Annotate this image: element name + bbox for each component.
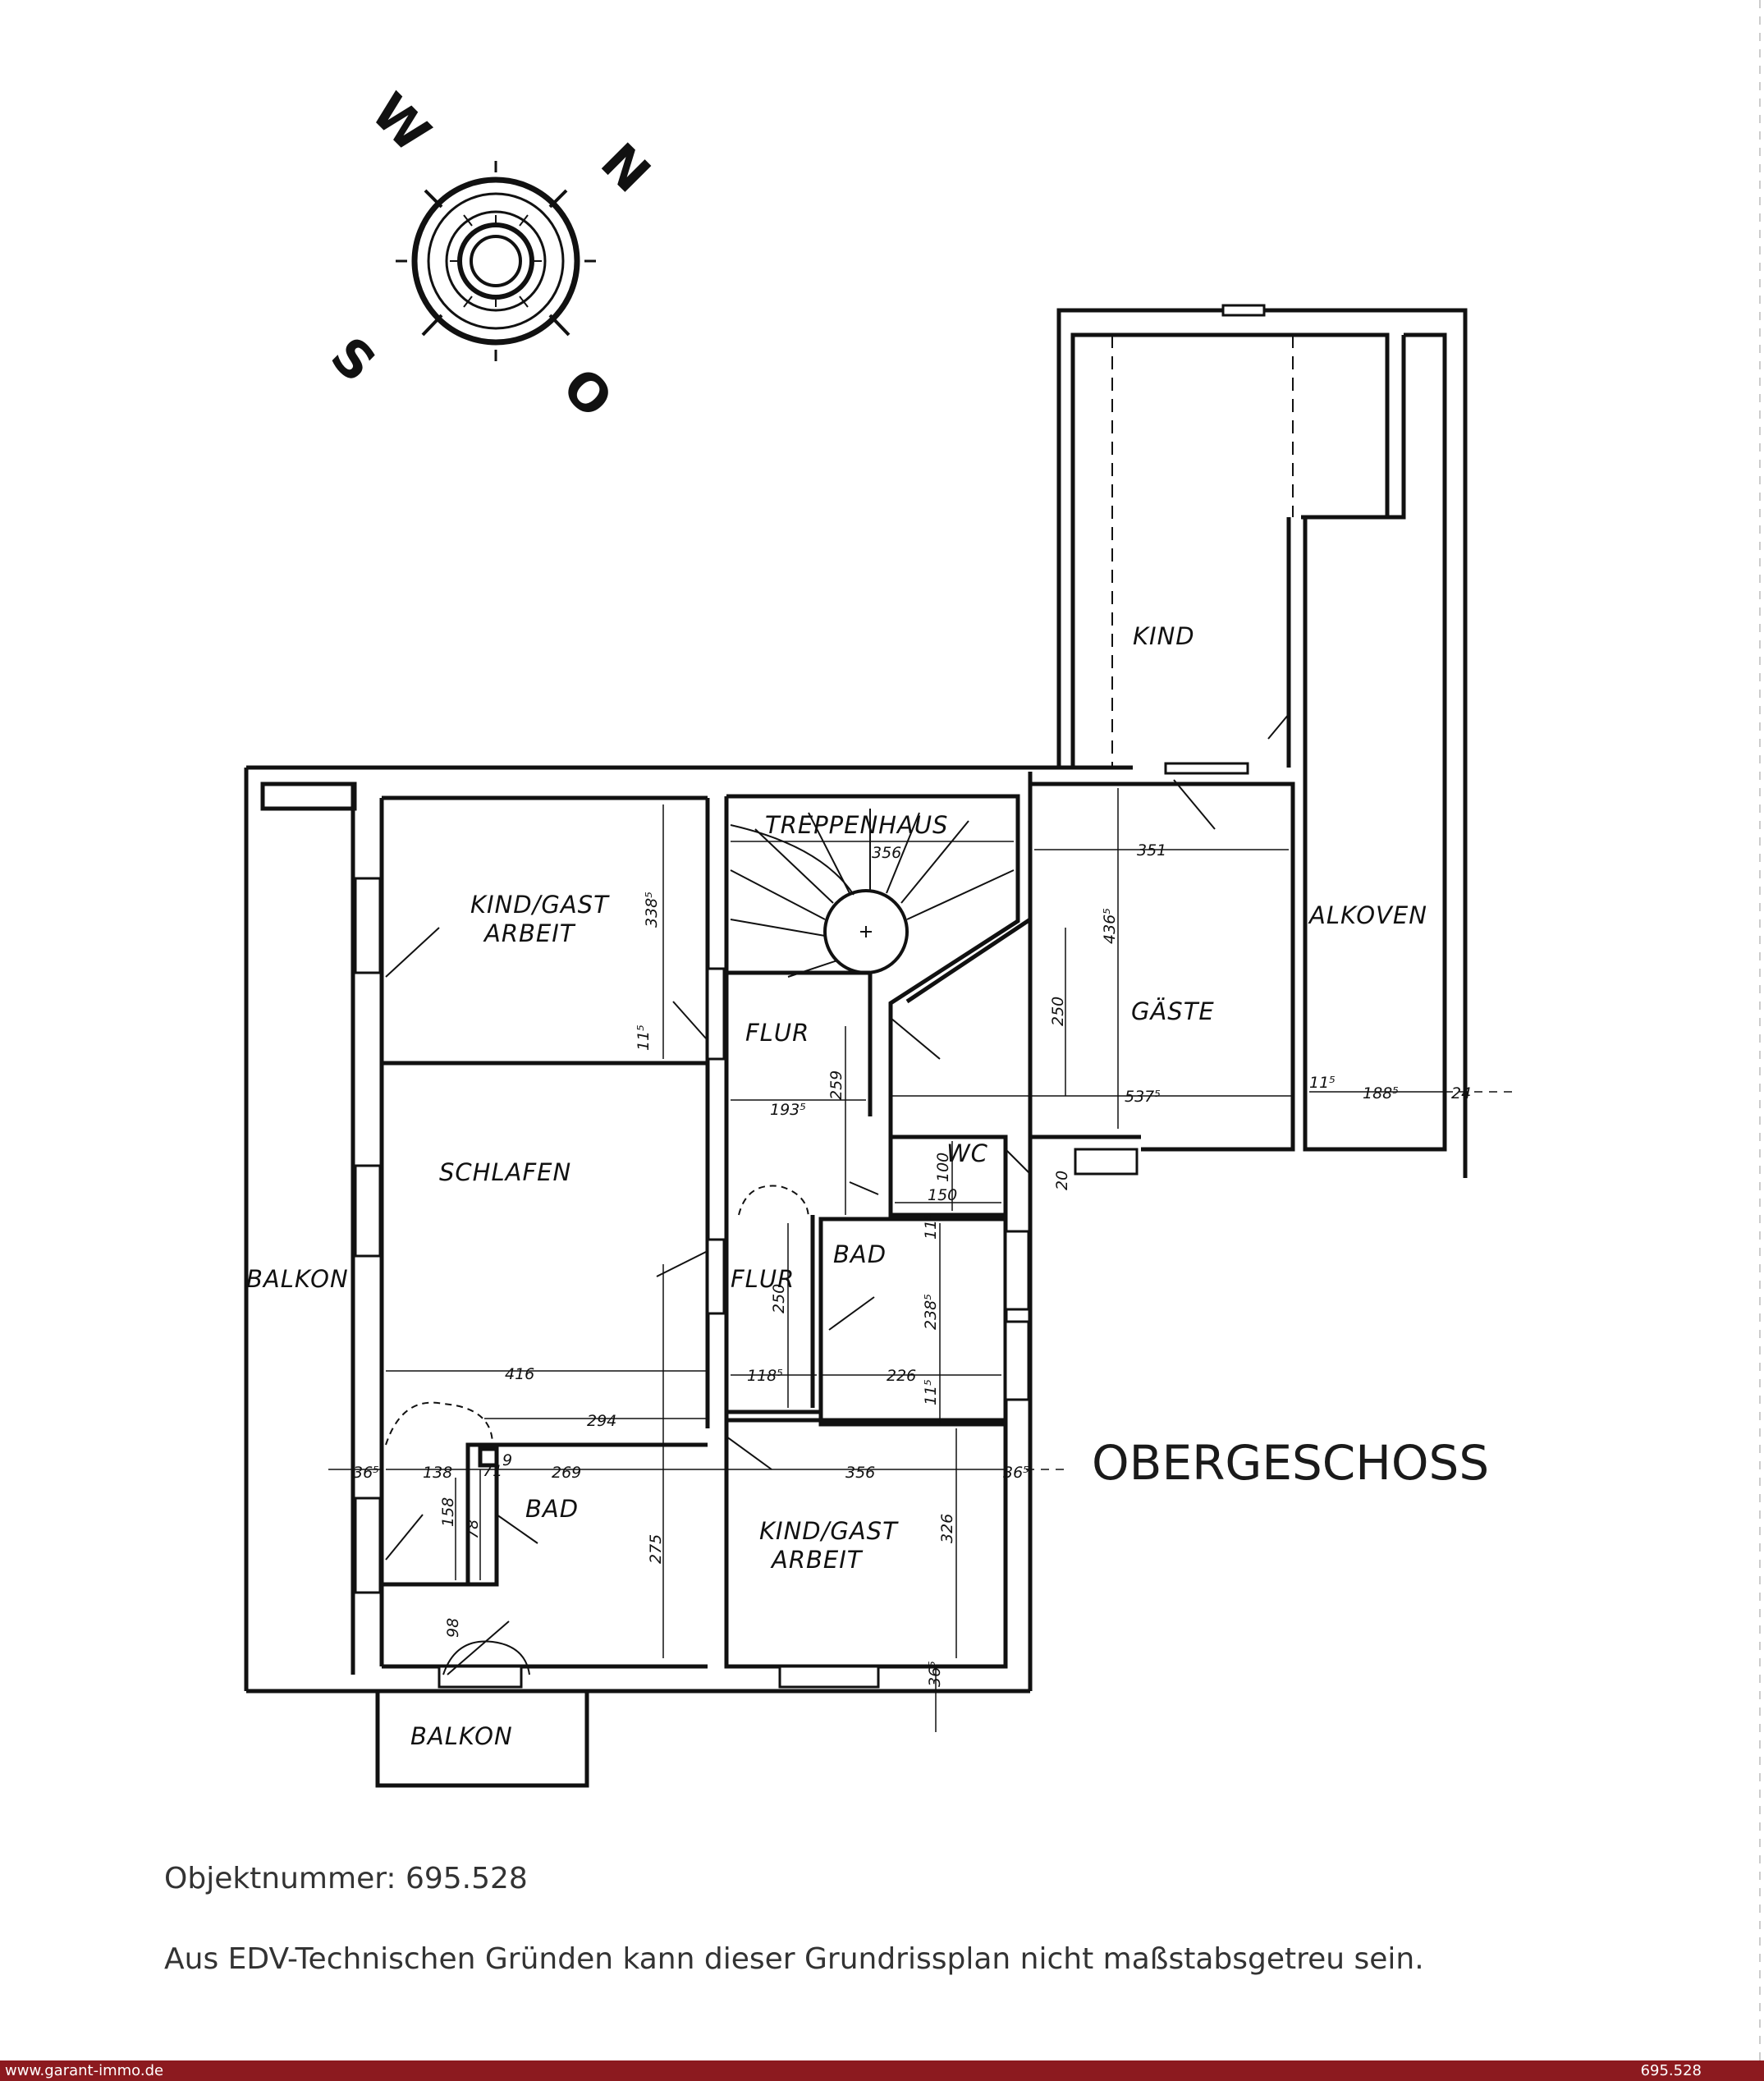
dim-351: 351 xyxy=(1137,841,1166,859)
dim-238: 238⁵ xyxy=(922,1294,940,1330)
dim-294: 294 xyxy=(587,1412,616,1430)
dim-78: 78 xyxy=(464,1519,482,1539)
dim-115-alk: 11⁵ xyxy=(1309,1074,1336,1092)
dim-20: 20 xyxy=(1053,1171,1071,1190)
dim-71: 71 xyxy=(483,1462,502,1480)
room-wc-label: WC xyxy=(946,1139,988,1167)
compass-o-label: O xyxy=(551,356,624,429)
dim-365-right: 36⁵ xyxy=(1003,1464,1029,1482)
dim-188: 188⁵ xyxy=(1363,1084,1399,1102)
dim-259: 259 xyxy=(827,1070,845,1100)
room-balkon-1-label: BALKON xyxy=(246,1265,349,1293)
dim-436: 436⁵ xyxy=(1101,908,1119,944)
room-schlafen-label: SCHLAFEN xyxy=(439,1158,571,1186)
dimension-lines xyxy=(328,788,1519,1732)
floor-plan-drawing: W N S O xyxy=(244,81,1519,1788)
room-kind-gast-1-label: KIND/GAST xyxy=(470,891,610,919)
dim-356-top: 356 xyxy=(872,844,901,862)
disclaimer-text: Aus EDV-Technischen Gründen kann dieser … xyxy=(164,1942,1424,1976)
page-edge-marker xyxy=(1759,0,1761,2060)
compass-n-label: N xyxy=(589,131,662,204)
room-arbeit-2-label: ARBEIT xyxy=(770,1546,864,1574)
dim-269: 269 xyxy=(552,1464,581,1482)
dim-115-bad: 11⁵ xyxy=(922,1213,940,1240)
compass-rose xyxy=(396,161,596,361)
dim-118: 118⁵ xyxy=(747,1367,783,1385)
dim-338: 338⁵ xyxy=(643,892,661,928)
dim-9: 9 xyxy=(502,1451,512,1469)
dim-365-bottom: 36⁵ xyxy=(926,1661,944,1687)
dim-24: 24 xyxy=(1451,1084,1471,1102)
room-kind-gast-2-label: KIND/GAST xyxy=(759,1517,899,1545)
doors xyxy=(385,335,1294,1675)
room-gaeste-label: GÄSTE xyxy=(1131,997,1215,1025)
walls xyxy=(244,308,1468,1788)
dim-250-gaeste: 250 xyxy=(1049,997,1067,1026)
dim-250-flur: 250 xyxy=(770,1284,788,1313)
room-alkoven-label: ALKOVEN xyxy=(1308,901,1427,929)
plan-title: OBERGESCHOSS xyxy=(1092,1435,1490,1491)
dim-100: 100 xyxy=(934,1153,952,1182)
staircase xyxy=(730,809,1015,978)
dim-416: 416 xyxy=(505,1365,534,1383)
dim-326: 326 xyxy=(938,1514,956,1543)
footer-bar: www.garant-immo.de 695.528 xyxy=(0,2060,1764,2081)
dim-150: 150 xyxy=(928,1186,957,1204)
room-arbeit-1-label: ARBEIT xyxy=(483,919,576,947)
footer-object-number: 695.528 xyxy=(1640,2062,1702,2079)
dim-356-bottom: 356 xyxy=(845,1464,875,1482)
dim-193: 193⁵ xyxy=(770,1101,806,1119)
objektnummer-text: Objektnummer: 695.528 xyxy=(164,1862,528,1895)
compass-s-label: S xyxy=(319,325,387,393)
compass-w-label: W xyxy=(360,81,442,163)
dim-226: 226 xyxy=(887,1367,916,1385)
dim-275: 275 xyxy=(647,1534,665,1564)
dim-115-top: 11⁵ xyxy=(635,1024,653,1051)
room-kind-label: KIND xyxy=(1133,622,1195,650)
dim-115-bad2: 11⁵ xyxy=(922,1379,940,1405)
dim-98: 98 xyxy=(444,1618,462,1638)
windows xyxy=(354,304,1266,1689)
room-treppenhaus-label: TREPPENHAUS xyxy=(765,811,948,839)
dim-138: 138 xyxy=(423,1464,452,1482)
room-flur-2-label: FLUR xyxy=(731,1265,795,1293)
footer-website-link[interactable]: www.garant-immo.de xyxy=(5,2062,164,2079)
dim-537: 537⁵ xyxy=(1125,1088,1161,1106)
dim-365-left: 36⁵ xyxy=(353,1464,379,1482)
room-bad-2-label: BAD xyxy=(525,1495,579,1523)
room-bad-1-label: BAD xyxy=(833,1240,887,1268)
room-balkon-2-label: BALKON xyxy=(410,1722,513,1750)
room-flur-1-label: FLUR xyxy=(745,1019,809,1047)
dim-158: 158 xyxy=(439,1497,457,1527)
